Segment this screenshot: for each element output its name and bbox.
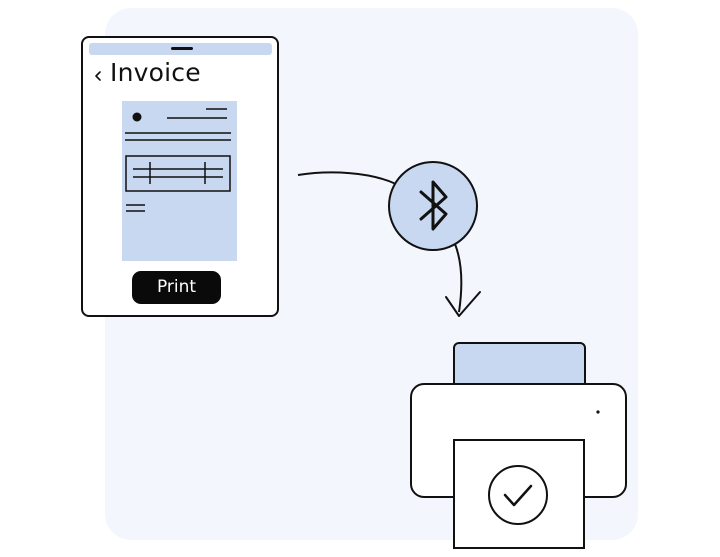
page-title: Invoice [110,58,201,87]
arrow-head [445,291,481,317]
invoice-document [122,101,237,261]
invoice-table [125,155,231,192]
check-circle [488,465,548,525]
chevron-left-icon[interactable] [93,70,103,82]
print-button[interactable]: Print [132,271,221,304]
phone-speaker [171,47,193,50]
printer-icon [410,342,627,549]
invoice-paper [122,101,237,261]
checkmark-icon [503,484,533,507]
printer-indicator-light [596,410,600,414]
printed-page [453,439,585,549]
connector-line-in [297,171,397,185]
invoice-logo-dot [132,112,142,122]
bluetooth-icon [419,180,448,231]
bluetooth-badge [388,161,478,251]
connector-line-out [454,243,463,313]
